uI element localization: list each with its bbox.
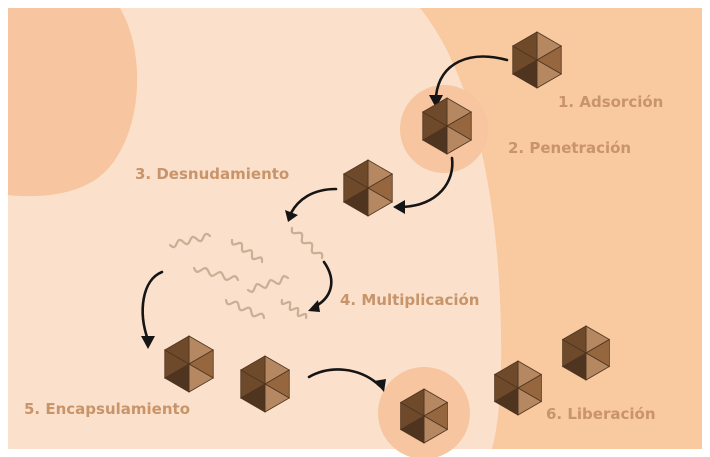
wavy-strand-icon — [280, 298, 308, 320]
capsid-face — [561, 325, 587, 354]
virus-encapsulamiento-2-icon — [239, 355, 291, 413]
arrow-penetracion-to-desnudamiento — [401, 156, 454, 209]
arrowhead-5 — [141, 336, 155, 349]
wavy-strand-icon — [230, 238, 264, 264]
virus-liberacion-2-icon — [493, 360, 543, 416]
wavy-strand-icon — [290, 226, 324, 260]
nucleus — [8, 8, 138, 197]
arrowhead-2 — [393, 200, 405, 214]
step-label-penetracion: 2. Penetración — [508, 139, 632, 157]
capsid-face — [342, 159, 369, 189]
step-label-adsorcion: 1. Adsorción — [558, 93, 664, 111]
step-label-desnudamiento: 3. Desnudamiento — [135, 165, 290, 183]
wavy-strand-icon — [246, 274, 290, 294]
arrow-adsorcion-to-penetracion — [434, 55, 509, 98]
virus-penetracion-icon — [421, 97, 473, 155]
virus-adsorcion-icon — [511, 31, 563, 89]
step-label-multiplicacion: 4. Multiplicación — [340, 291, 480, 309]
capsid-face — [493, 360, 519, 389]
wavy-strand-icon — [192, 266, 240, 282]
step-label-encapsulamiento: 5. Encapsulamiento — [24, 400, 191, 418]
arrowhead-3 — [285, 210, 298, 222]
virus-encapsulamiento-1-icon — [163, 335, 215, 393]
capsid-face — [163, 335, 190, 365]
capsid-face — [239, 355, 266, 385]
arrowhead-1 — [429, 95, 443, 108]
virus-particles — [163, 31, 611, 444]
arrow-desnudamiento-to-multiplicacion — [289, 187, 338, 215]
capsid-face — [511, 31, 538, 61]
step-label-liberacion: 6. Liberación — [546, 405, 656, 423]
arrowhead-6 — [374, 379, 386, 392]
arrow-dna-to-encapsulamiento — [141, 270, 164, 342]
wavy-strand-icon — [224, 298, 266, 320]
capsid-face — [421, 97, 448, 127]
arrow-multiplicacion-to-dna — [314, 260, 333, 308]
wavy-strand-icon — [168, 232, 212, 249]
genetic-material — [168, 226, 324, 320]
capsid-face — [399, 388, 425, 417]
virus-liberacion-1-icon — [399, 388, 449, 444]
arrow-encapsulamiento-to-liberacion — [307, 368, 382, 388]
virus-desnudamiento-icon — [342, 159, 394, 217]
virus-liberacion-3-icon — [561, 325, 611, 381]
arrowhead-4 — [308, 300, 320, 312]
